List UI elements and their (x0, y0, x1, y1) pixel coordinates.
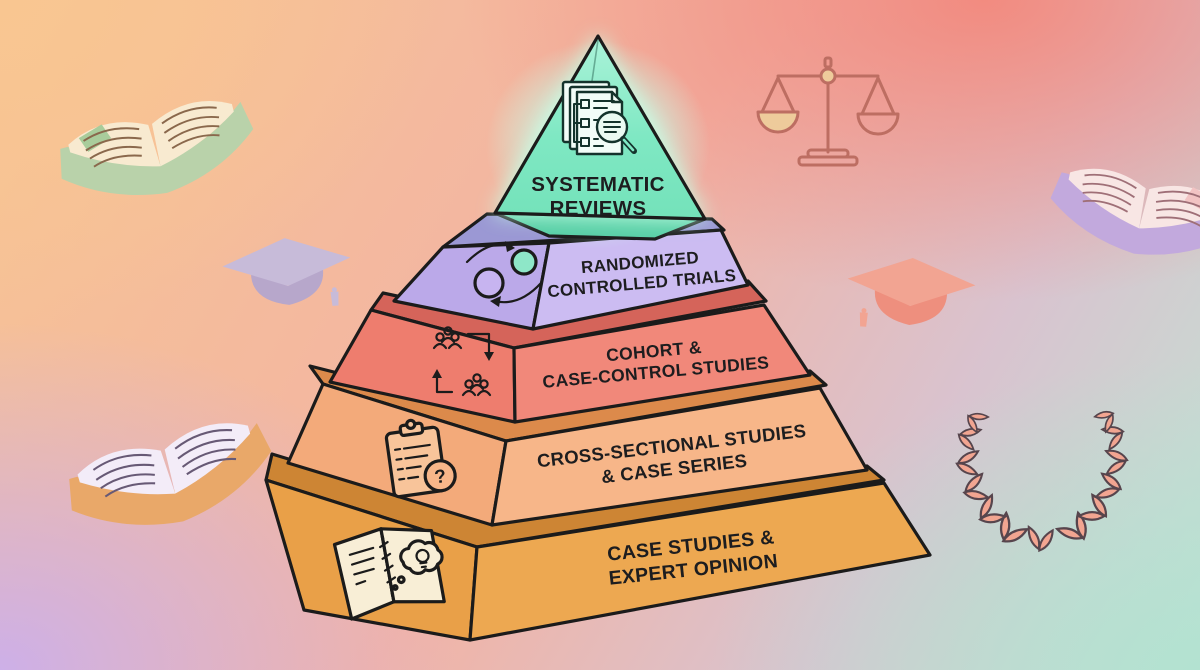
survey-clipboard-icon: ? (384, 418, 457, 499)
tier-systematic-reviews: SYSTEMATIC REVIEWS (486, 34, 710, 249)
tier1-label: SYSTEMATIC REVIEWS (531, 173, 665, 220)
laurel-wreath-icon (953, 404, 1129, 555)
tier3-front-face (512, 303, 812, 424)
tier-cross-sectional-case-series: ? CROSS-SECTIONAL STUDIES & CASE SERIES (286, 364, 869, 527)
documents-magnifier-icon (561, 80, 637, 156)
tier4-front-face (490, 386, 869, 527)
open-book-icon (1042, 158, 1200, 273)
graduation-cap-icon (845, 254, 977, 333)
open-book-icon (51, 89, 264, 217)
background-decorations (51, 56, 1200, 555)
svg-text:SYSTEMATIC: SYSTEMATIC (531, 173, 665, 196)
svg-text:?: ? (433, 466, 447, 488)
population-groups-icon (432, 326, 494, 397)
svg-text:REVIEWS: REVIEWS (550, 197, 647, 220)
graduation-cap-icon (220, 233, 354, 314)
balance-scale-icon (756, 56, 900, 167)
randomize-cycle-icon (465, 241, 543, 307)
tier5-front-face (468, 481, 932, 642)
evidence-pyramid: CASE STUDIES & EXPERT OPINION ? (264, 34, 932, 642)
notebook-idea-icon (332, 527, 446, 621)
open-book-icon (59, 409, 284, 551)
tier-case-studies-expert-opinion: CASE STUDIES & EXPERT OPINION (264, 452, 932, 642)
